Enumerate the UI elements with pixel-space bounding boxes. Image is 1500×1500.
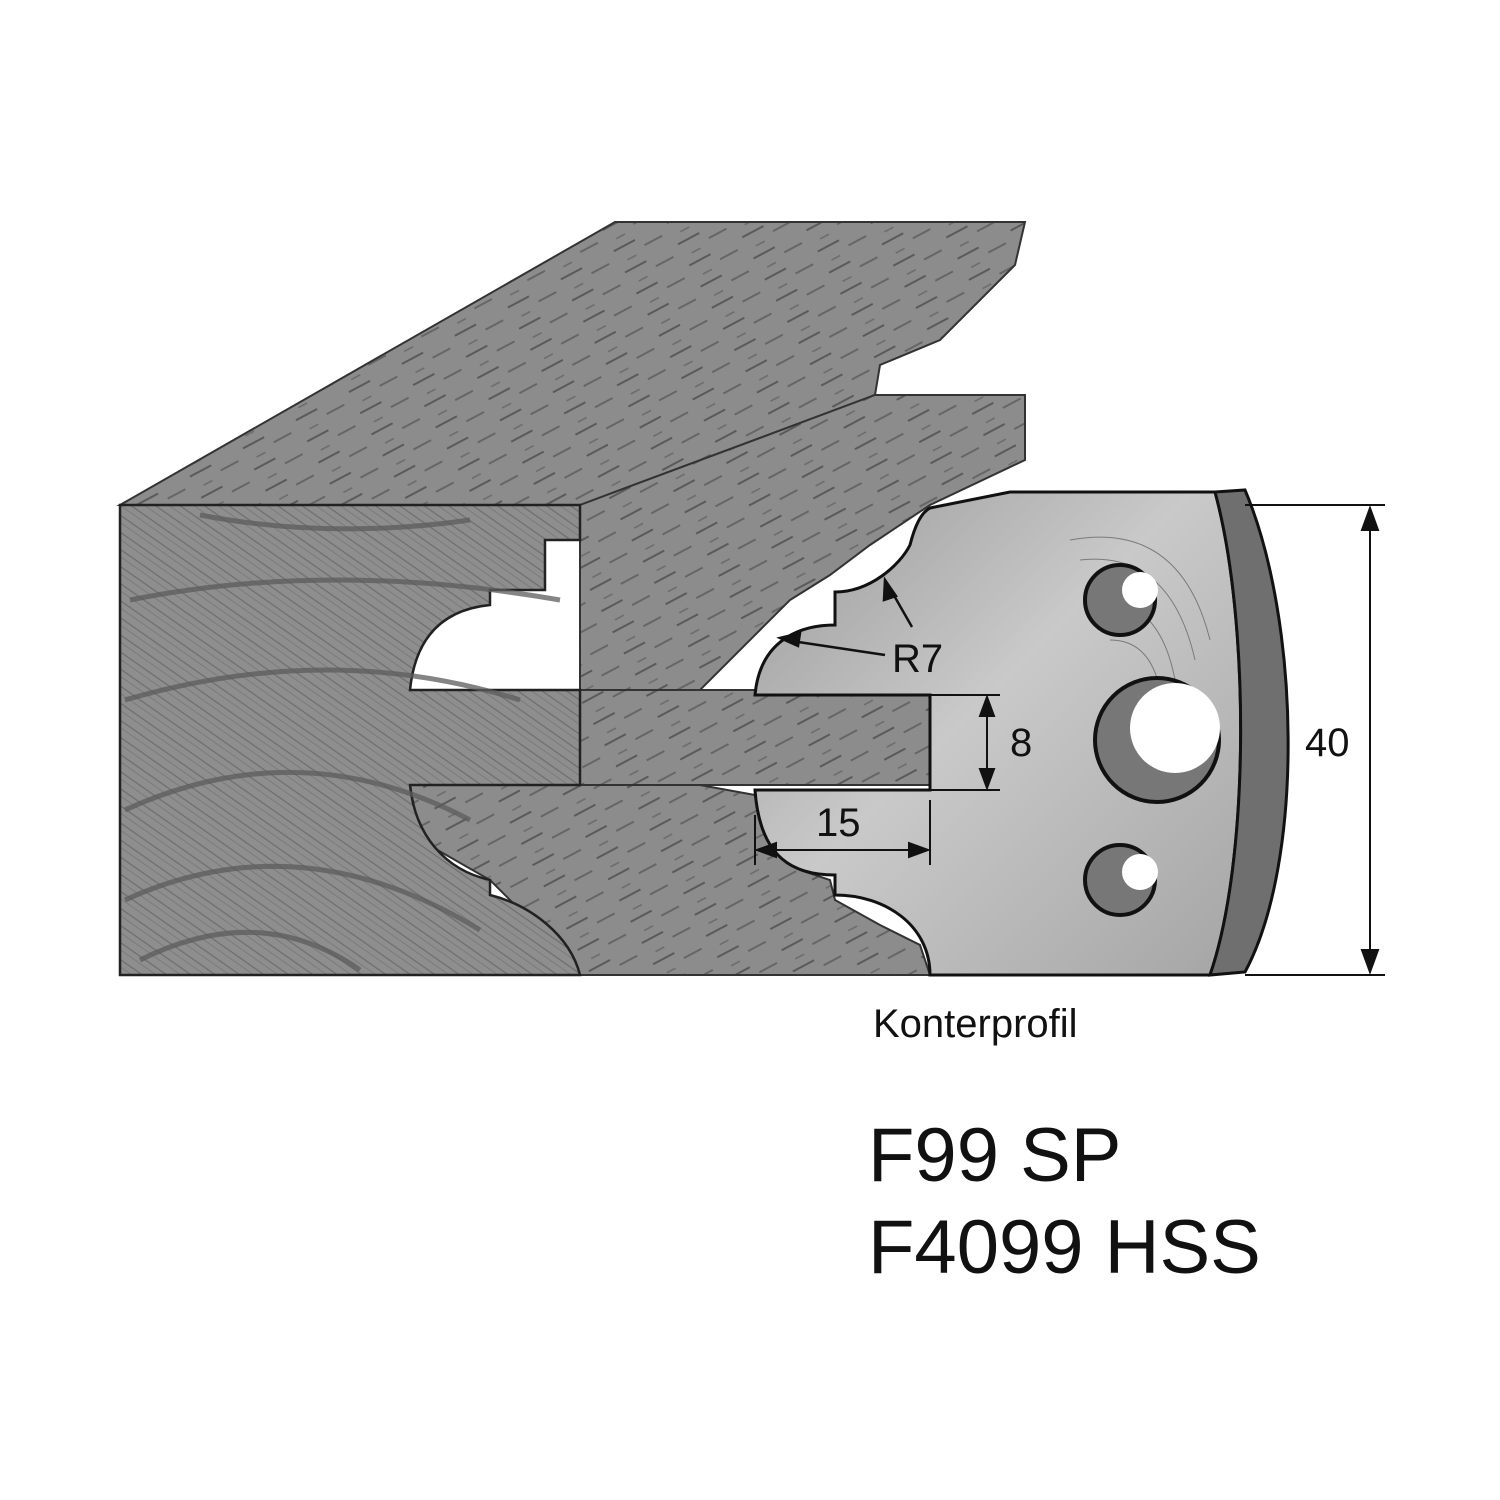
depth-label: 15	[816, 801, 861, 845]
total-height-dimension	[1245, 504, 1385, 976]
growth-rings	[123, 512, 561, 973]
total-height-label: 40	[1305, 721, 1350, 765]
wood-end-face	[118, 503, 582, 977]
profile-caption: Konterprofil	[873, 1002, 1078, 1046]
slot-height-dimension	[930, 694, 1000, 791]
product-code-hss: F4099 HSS	[868, 1205, 1261, 1290]
radius-label: R7	[892, 637, 943, 681]
product-code-sp: F99 SP	[868, 1113, 1122, 1198]
slot-height-label: 8	[1010, 721, 1032, 765]
knife-holes	[1083, 563, 1221, 917]
knife-bevel	[1207, 488, 1290, 977]
depth-dimension	[754, 800, 931, 865]
radius-dimension	[776, 576, 914, 657]
